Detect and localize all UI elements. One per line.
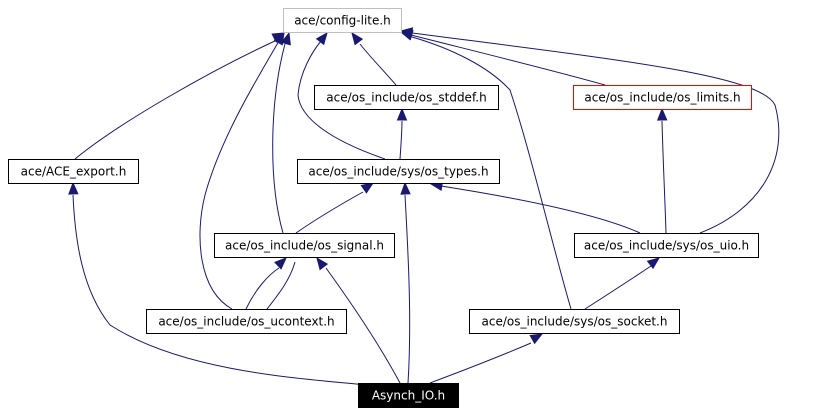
node-ace-export[interactable]: ace/ACE_export.h (8, 159, 139, 184)
edge-line (410, 34, 606, 86)
edge-line (295, 191, 364, 234)
edge-os_ucontext-to-os_signal (245, 257, 287, 310)
node-box (214, 233, 395, 258)
edge-os_uio-to-config_lite (399, 27, 780, 234)
edge-line (399, 120, 403, 160)
edge-os_signal-to-config_lite (272, 31, 291, 234)
nodes: ace/config-lite.h ace/os_include/os_stdde… (8, 8, 759, 408)
edge-os_uio-to-os_limits (656, 107, 668, 234)
arrowhead (273, 31, 285, 46)
arrowhead (316, 256, 329, 271)
node-label: ace/os_include/os_limits.h (584, 91, 740, 105)
node-label: ace/os_include/os_signal.h (225, 239, 384, 253)
edge-line (411, 36, 572, 310)
edge-asynch_io-to-os_types (400, 181, 411, 384)
node-label: Asynch_IO.h (372, 389, 445, 403)
node-label: ace/os_include/os_ucontext.h (158, 315, 334, 329)
node-box (358, 383, 459, 408)
arrowhead (360, 182, 375, 194)
edge-os_types-to-config_lite (297, 31, 386, 160)
node-os-ucontext[interactable]: ace/os_include/os_ucontext.h (146, 309, 347, 334)
edge-os_socket-to-config_lite (399, 30, 572, 310)
arrowhead (274, 257, 287, 270)
node-label: ace/os_include/sys/os_uio.h (584, 239, 749, 253)
arrowhead (399, 30, 414, 41)
edge-asynch_io-to-ace_export (68, 181, 369, 386)
edge-asynch_io-to-os_signal (316, 256, 401, 384)
node-asynch-io[interactable]: Asynch_IO.h (358, 383, 459, 408)
edge-asynch_io-to-os_socket (429, 333, 544, 384)
edge-line (584, 265, 652, 310)
arrowhead (315, 31, 328, 46)
node-box (314, 85, 499, 110)
edge-os_limits-to-config_lite (399, 29, 606, 86)
edge-line (661, 120, 667, 234)
edge-os_uio-to-os_types (429, 180, 641, 234)
arrowhead (646, 257, 661, 270)
edge-line (272, 43, 286, 234)
node-label: ace/os_include/sys/os_socket.h (482, 315, 668, 329)
node-os-socket[interactable]: ace/os_include/sys/os_socket.h (469, 309, 680, 334)
edge-line (199, 40, 280, 310)
node-config-lite[interactable]: ace/config-lite.h (283, 8, 402, 33)
edge-os_stddef-to-config_lite (351, 31, 397, 86)
arrowhead (280, 31, 291, 46)
node-os-stddef[interactable]: ace/os_include/os_stddef.h (314, 85, 499, 110)
node-box (283, 8, 402, 33)
edge-line (440, 185, 641, 234)
node-box (8, 159, 139, 184)
edge-line (72, 194, 369, 386)
node-label: ace/ACE_export.h (21, 165, 127, 179)
node-label: ace/os_include/os_stddef.h (326, 91, 486, 105)
edge-line (429, 342, 532, 384)
node-box (146, 309, 347, 334)
arrowhead (529, 333, 544, 345)
node-box (573, 85, 752, 110)
edge-line (404, 194, 411, 384)
node-os-types[interactable]: ace/os_include/sys/os_types.h (297, 159, 500, 184)
node-box (297, 159, 500, 184)
edge-line (297, 40, 386, 160)
ucontext-signal-second-stroke (266, 261, 296, 310)
arrowhead (396, 107, 408, 121)
edge-line (359, 43, 397, 86)
node-box (469, 309, 680, 334)
arrowhead (656, 107, 668, 121)
node-os-uio[interactable]: ace/os_include/sys/os_uio.h (574, 233, 759, 258)
edge-line (245, 267, 280, 310)
edge-os_socket-to-os_uio (584, 257, 661, 310)
node-label: ace/config-lite.h (294, 14, 391, 28)
edge-ace_export-to-config_lite (74, 32, 286, 160)
arrowhead (400, 181, 411, 195)
edge-line (325, 267, 401, 384)
edge-os_types-to-os_stddef (396, 107, 408, 160)
arrowhead (351, 31, 364, 46)
arrowhead (68, 181, 79, 195)
edge-line (411, 32, 780, 234)
edge-os_ucontext-to-config_lite (199, 31, 285, 310)
edge-os_signal-to-os_types (295, 182, 375, 234)
node-os-signal[interactable]: ace/os_include/os_signal.h (214, 233, 395, 258)
node-label: ace/os_include/sys/os_types.h (308, 165, 488, 179)
edges (68, 27, 780, 386)
node-box (574, 233, 759, 258)
node-os-limits[interactable]: ace/os_include/os_limits.h (573, 85, 752, 110)
edge-line (74, 39, 278, 160)
